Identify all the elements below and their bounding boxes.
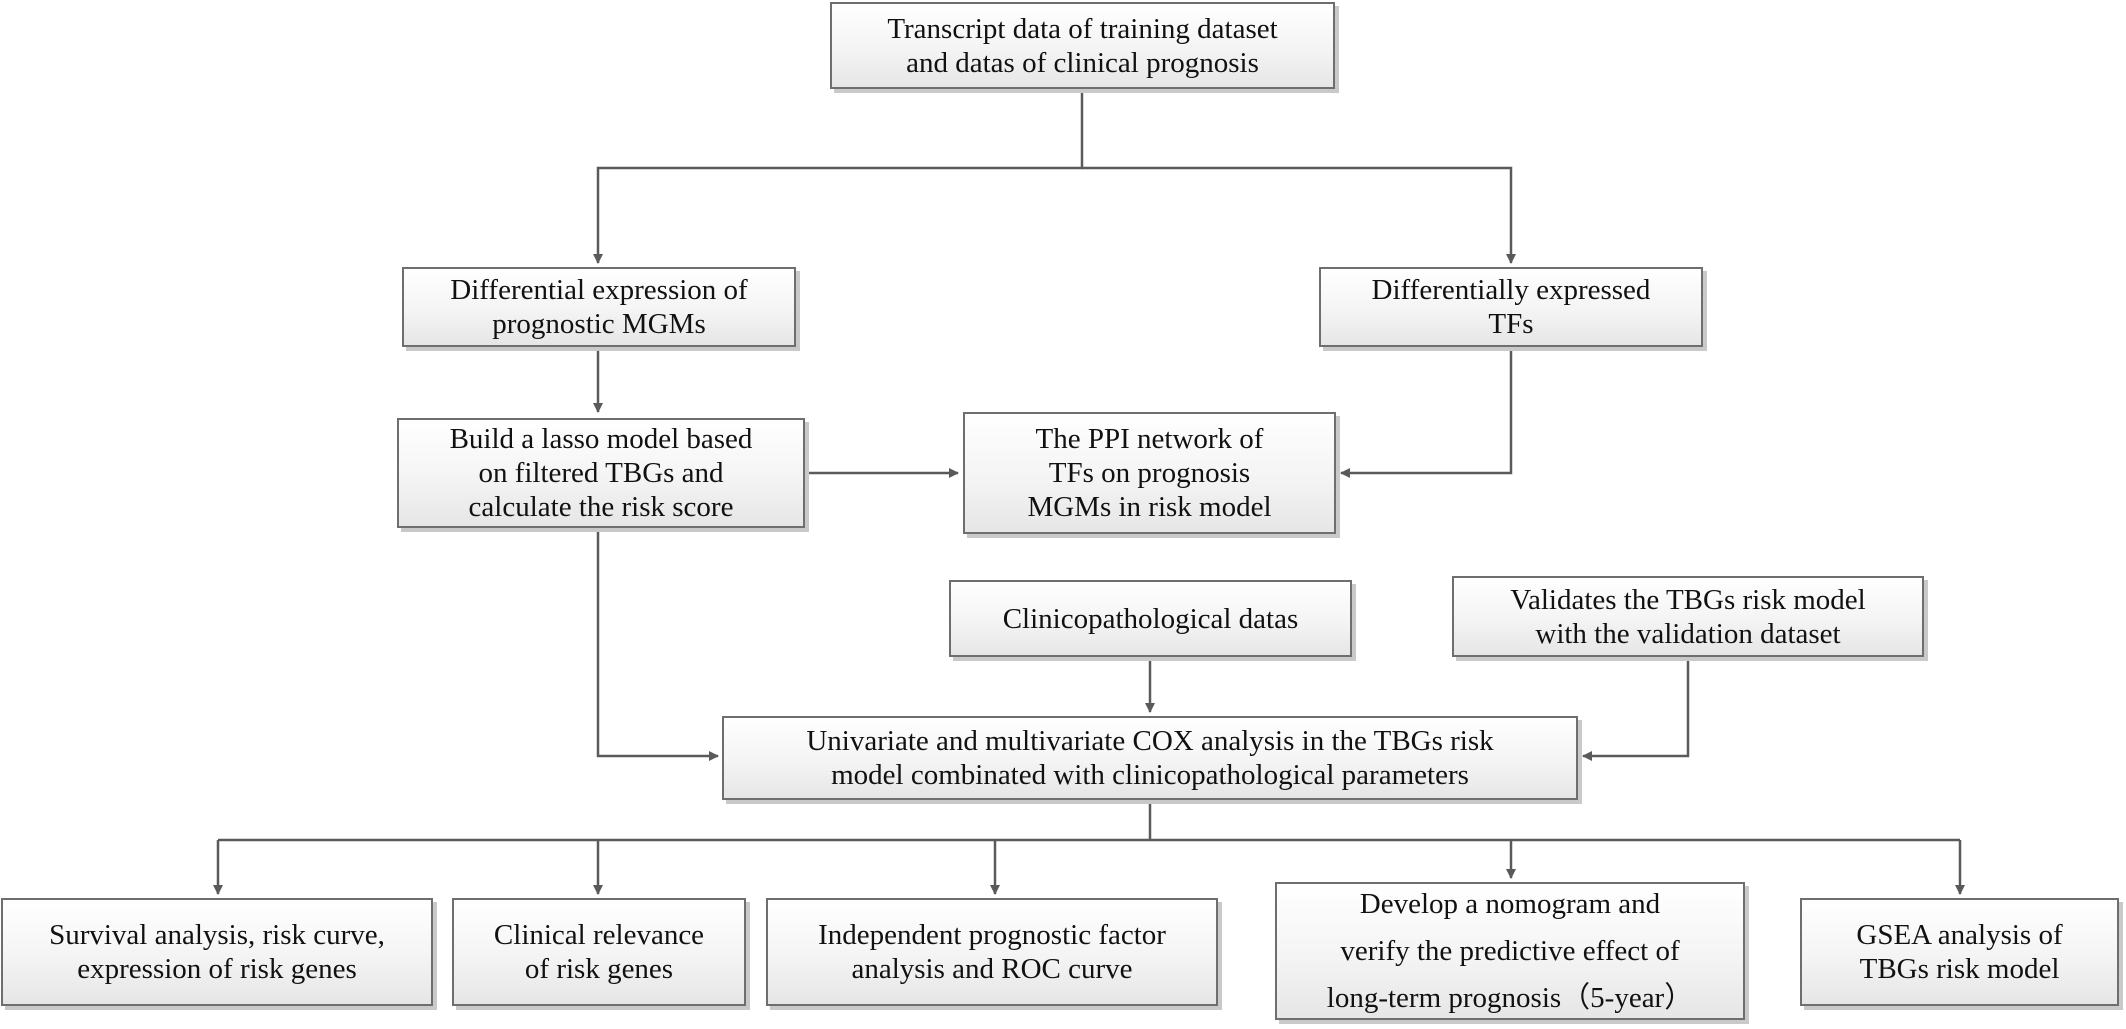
node-text-line: TFs — [1488, 308, 1534, 340]
node-survival-analysis: Survival analysis, risk curve, expressio… — [1, 898, 433, 1006]
arrow-validates-to-cox — [1582, 657, 1690, 761]
node-lasso-model: Build a lasso model based on filtered TB… — [397, 418, 805, 528]
node-text-line: Survival analysis, risk curve, — [49, 919, 385, 951]
node-clinical-relevance: Clinical relevance of risk genes — [452, 898, 746, 1006]
node-text-line: with the validation dataset — [1535, 617, 1841, 650]
node-text-line: TFs on prognosis — [1048, 457, 1251, 489]
node-gsea-analysis: GSEA analysis of TBGs risk model — [1800, 898, 2119, 1006]
arrow-transcript-to-diff-tfs — [1082, 166, 1516, 264]
node-text-line: The PPI network of — [1035, 423, 1264, 455]
node-text-line: Clinical relevance — [493, 919, 705, 951]
arrow-transcript-to-diff-mgms — [593, 89, 1084, 264]
node-text-line: Clinicopathological datas — [1002, 602, 1299, 635]
node-text-line: prognostic MGMs — [492, 308, 706, 340]
node-text-line: Differential expression of — [450, 274, 748, 306]
node-text-line: Independent prognostic factor — [818, 919, 1166, 951]
node-ppi-network: The PPI network of TFs on prognosis MGMs… — [963, 412, 1336, 534]
node-cox-analysis: Univariate and multivariate COX analysis… — [722, 716, 1578, 800]
node-text-line: Differentially expressed — [1371, 274, 1651, 306]
node-text-line: on filtered TBGs and — [478, 457, 724, 489]
node-text-line: model combinated with clinicopathologica… — [831, 759, 1469, 791]
node-text-line: analysis and ROC curve — [851, 953, 1133, 985]
node-text-line: TBGs risk model — [1859, 953, 2060, 985]
arrow-lasso-to-cox — [596, 528, 719, 761]
node-text-line: calculate the risk score — [468, 491, 734, 523]
node-text-line: MGMs in risk model — [1027, 491, 1272, 523]
node-text-line: and datas of clinical prognosis — [906, 46, 1259, 79]
node-text-line: verify the predictive effect of — [1340, 934, 1680, 967]
node-differentially-expressed-tfs: Differentially expressed TFs — [1319, 267, 1703, 347]
node-text-line: long-term prognosis（5-year） — [1326, 981, 1694, 1014]
node-text-line: of risk genes — [524, 953, 674, 985]
node-differential-expression-mgms: Differential expression of prognostic MG… — [402, 267, 796, 347]
node-independent-prognostic-factor: Independent prognostic factor analysis a… — [766, 898, 1218, 1006]
node-text-line: Develop a nomogram and — [1359, 887, 1661, 920]
node-text-line: Build a lasso model based — [449, 423, 753, 455]
node-clinicopathological-datas: Clinicopathological datas — [949, 580, 1352, 657]
node-text-line: GSEA analysis of — [1856, 919, 2063, 951]
node-text-line: expression of risk genes — [77, 953, 357, 985]
node-text-line: Validates the TBGs risk model — [1510, 583, 1866, 616]
node-transcript-data: Transcript data of training dataset and … — [830, 2, 1335, 89]
node-validates-risk-model: Validates the TBGs risk model with the v… — [1452, 576, 1924, 657]
node-nomogram: Develop a nomogram and verify the predic… — [1275, 882, 1745, 1020]
node-text-line: Transcript data of training dataset — [887, 12, 1278, 45]
arrow-diff-tfs-to-ppi — [1340, 347, 1513, 478]
node-text-line: Univariate and multivariate COX analysis… — [806, 725, 1494, 757]
